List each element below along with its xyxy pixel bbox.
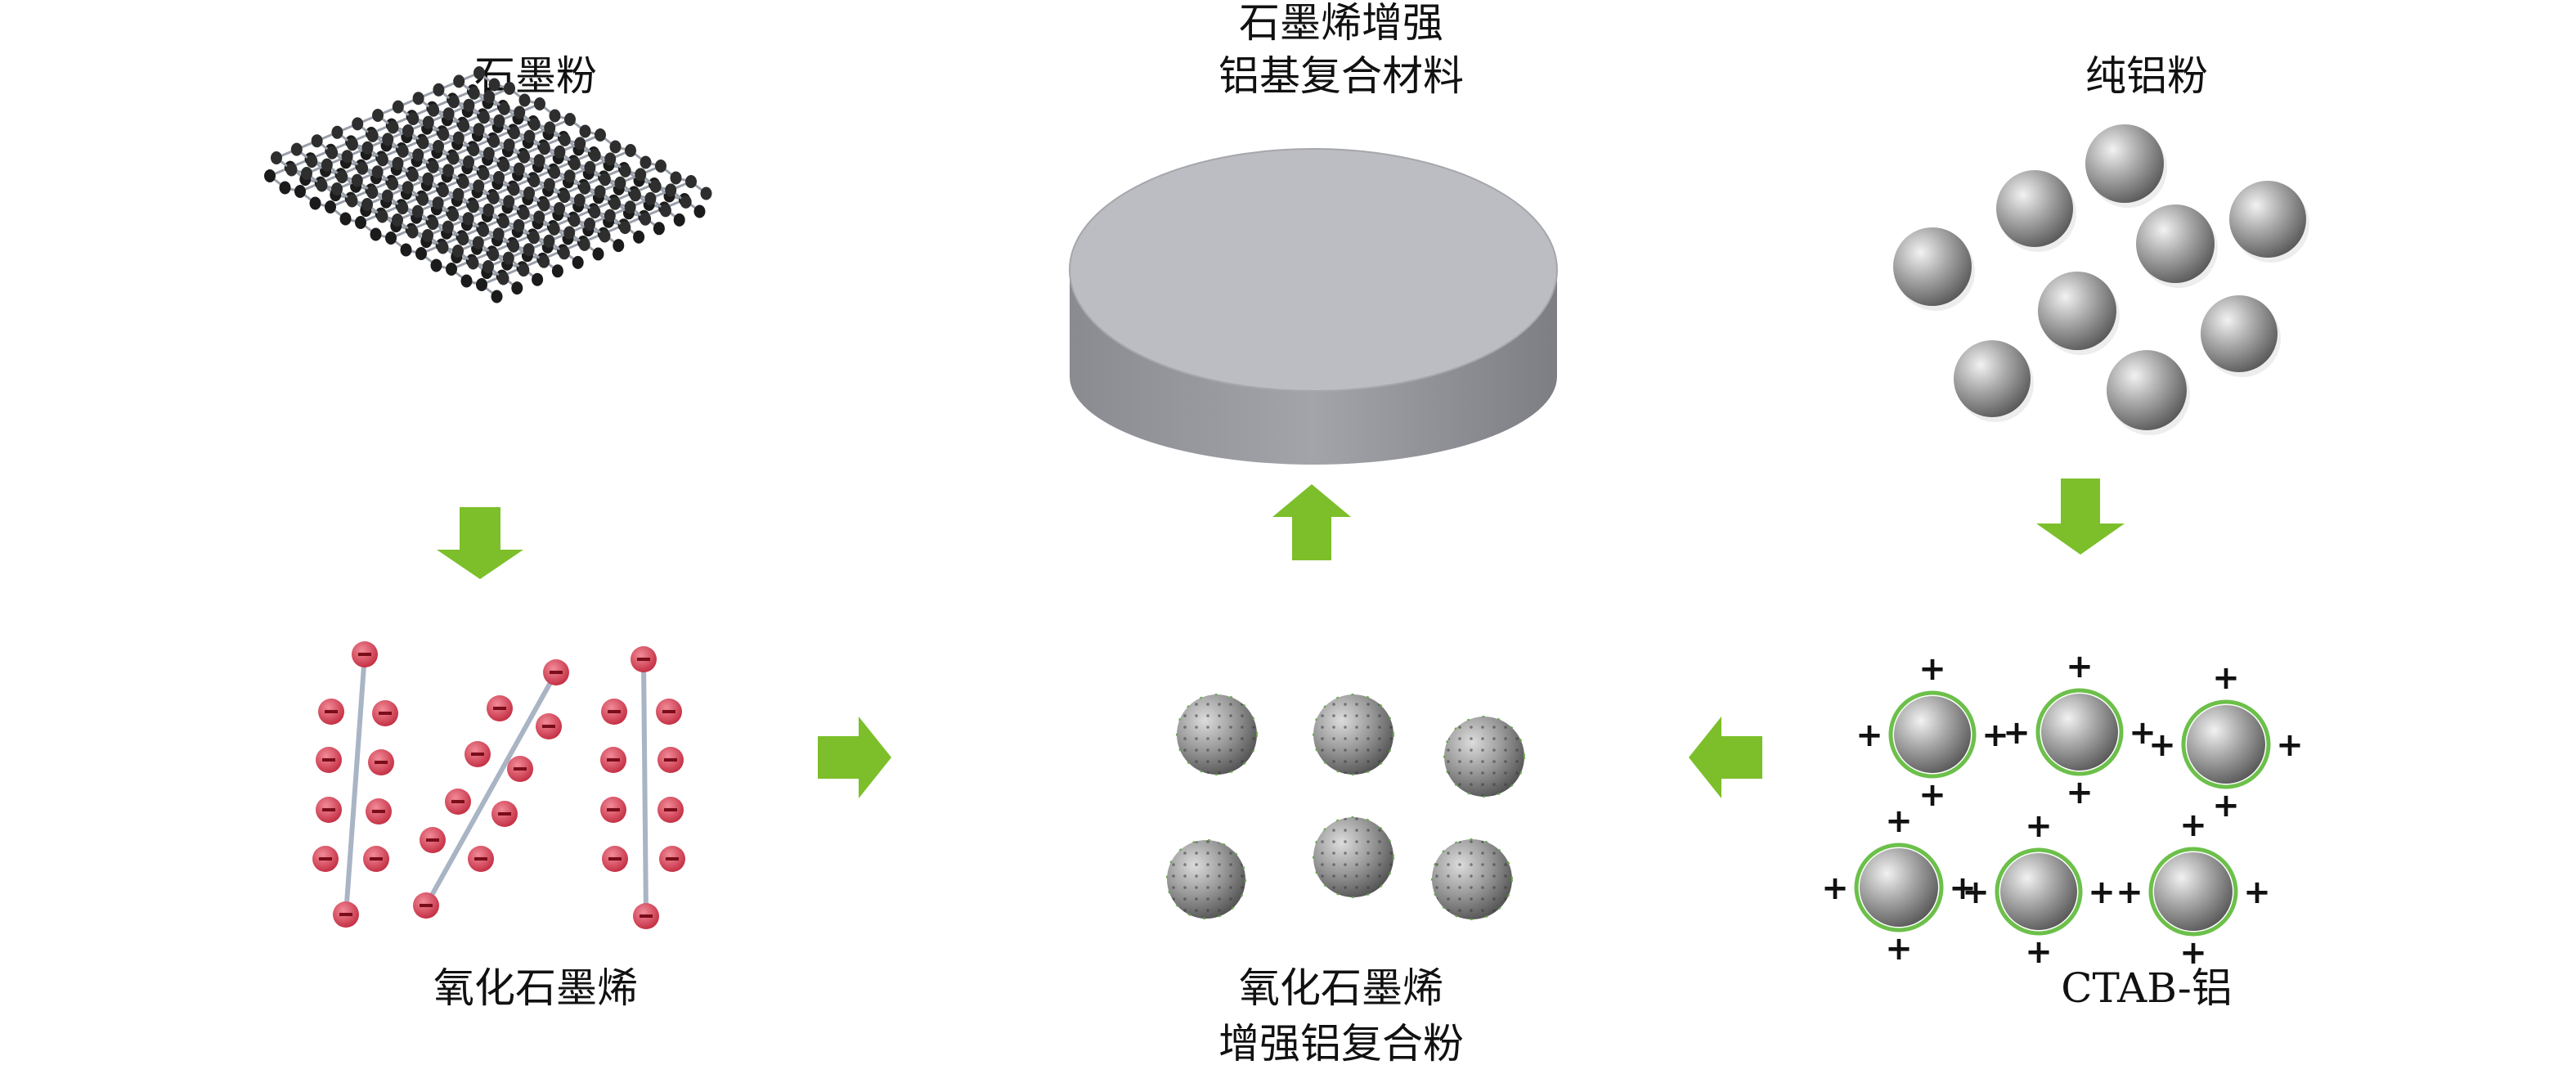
composite-label-line2: 铝基复合材料 — [1218, 52, 1464, 100]
positive-charge: + — [2003, 714, 2031, 752]
positive-charge: + — [1885, 802, 1913, 840]
arrow-up-icon — [1272, 484, 1351, 560]
positive-charge: + — [2129, 714, 2156, 752]
positive-charge: + — [2025, 933, 2053, 971]
positive-charge: + — [1919, 776, 1946, 814]
positive-charge: + — [2066, 774, 2094, 811]
positive-charge: + — [2088, 874, 2116, 911]
composite-disk-illustration — [1069, 148, 1558, 465]
positive-charge: + — [1856, 717, 1883, 754]
positive-charge: + — [1949, 870, 1977, 907]
positive-charge: + — [1981, 717, 2009, 754]
go-al-label-line1: 氧化石墨烯 — [1239, 964, 1443, 1012]
graphene-oxide-illustration — [312, 641, 685, 929]
pure-al-label: 纯铝粉 — [2085, 52, 2208, 100]
arrow-left-icon — [1689, 717, 1762, 798]
arrow-down-icon — [437, 507, 523, 579]
positive-charge: + — [1821, 870, 1849, 907]
positive-charge: + — [2116, 874, 2143, 911]
graphite-powder-label: 石墨粉 — [474, 52, 597, 100]
ctab-al-illustration: ++++++++++++++++++++++++ — [1821, 648, 2304, 972]
positive-charge: + — [2179, 807, 2207, 844]
go-al-composite-powder-illustration — [1166, 694, 1525, 920]
positive-charge: + — [1885, 930, 1913, 968]
arrow-right-icon — [818, 717, 891, 798]
positive-charge: + — [2212, 659, 2240, 697]
ctab-al-label: CTAB-铝 — [2061, 964, 2233, 1012]
pure-al-spheres-illustration — [1893, 124, 2309, 435]
graphite-lattice-illustration — [264, 66, 712, 303]
arrow-down-icon — [2036, 479, 2125, 555]
positive-charge: + — [1919, 650, 1946, 688]
positive-charge: + — [2276, 726, 2304, 764]
positive-charge: + — [2243, 874, 2271, 911]
composite-label-line1: 石墨烯增强 — [1239, 0, 1443, 47]
positive-charge: + — [2066, 648, 2094, 685]
positive-charge: + — [2212, 787, 2240, 825]
positive-charge: + — [2025, 807, 2053, 845]
positive-charge: + — [2179, 934, 2207, 972]
positive-charge: + — [1962, 874, 1990, 911]
graphene-oxide-label: 氧化石墨烯 — [433, 964, 638, 1012]
positive-charge: + — [2148, 726, 2176, 764]
go-al-label-line2: 增强铝复合粉 — [1218, 1020, 1464, 1067]
